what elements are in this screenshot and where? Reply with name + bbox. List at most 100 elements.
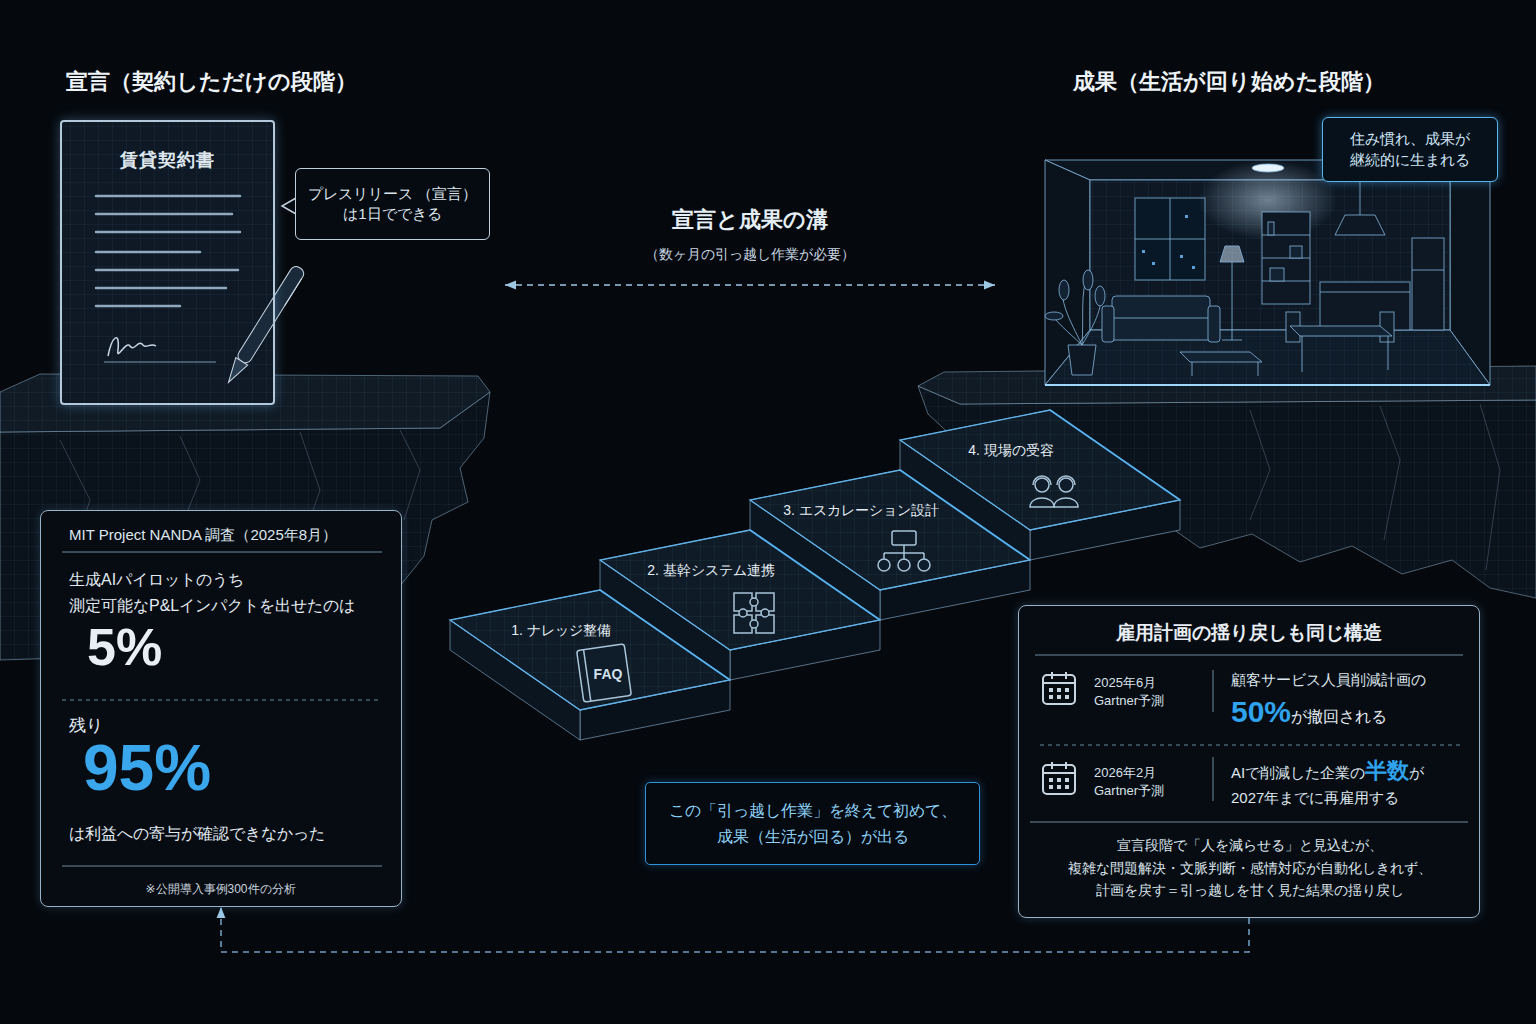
room xyxy=(1222,262,1242,340)
stage-region: 住み慣れ、成果が 継続的に生まれる 成果（生活が回り始めた段階） xyxy=(995,55,1500,410)
calendar-icon xyxy=(1065,785,1069,789)
step-icon xyxy=(1033,476,1075,485)
calendar-icon xyxy=(1043,762,1075,773)
dashed-connector xyxy=(221,907,1249,952)
stair-blocks xyxy=(450,410,1180,740)
step-icon xyxy=(878,559,890,571)
step-icon xyxy=(884,545,924,559)
node-text: 雇用計画の揺り戻しも同じ構造 xyxy=(1116,620,1382,646)
room xyxy=(1220,246,1244,262)
node-text: が xyxy=(1409,763,1424,783)
text-group: 住み慣れ、成果が 継続的に生まれる xyxy=(1323,118,1497,181)
node-text: 50% xyxy=(1231,694,1291,730)
room xyxy=(1083,270,1093,290)
room xyxy=(1106,318,1216,340)
calendar-icon xyxy=(1049,688,1053,692)
node-text: プレスリリース （宣言）は1日でできる xyxy=(306,184,479,225)
contract-document xyxy=(285,278,302,305)
text-group: この「引っ越し作業」を終えて初めて、 成果（生活が回る）が出る xyxy=(646,783,979,864)
room xyxy=(1112,296,1210,320)
text-group: 雇用計画の揺り戻しも同じ構造 xyxy=(1019,620,1478,646)
tread-outline xyxy=(600,530,880,650)
step-icon xyxy=(750,598,758,606)
text-group: 宣言段階で「人を減らせる」と見込むが、 複雑な問題解決・文脈判断・感情対応が自動… xyxy=(1068,834,1432,902)
contract-document xyxy=(60,120,306,405)
panel-rule xyxy=(62,552,1468,866)
room xyxy=(1302,336,1388,372)
calendar-icon xyxy=(1043,672,1075,704)
node-text: MIT Project NANDA 調査（2025年8月） xyxy=(69,525,337,545)
room xyxy=(1198,160,1338,240)
room xyxy=(1290,326,1392,336)
text-group: プレスリリース （宣言）は1日でできる xyxy=(296,169,489,239)
calendar-icon xyxy=(1057,695,1061,699)
room xyxy=(1068,345,1096,375)
room xyxy=(1320,292,1410,293)
node-text: 顧客サービス人員削減計画の xyxy=(1231,670,1426,690)
tread-outline xyxy=(900,410,1180,530)
step-icon xyxy=(1030,498,1054,507)
panel-rule xyxy=(1035,655,1463,656)
step-icon xyxy=(892,531,916,545)
text-group: MIT Project NANDA 調査（2025年8月） xyxy=(69,525,337,545)
room xyxy=(1045,384,1490,386)
room xyxy=(1102,306,1114,342)
room xyxy=(1335,215,1385,235)
contract-document xyxy=(108,338,156,356)
text-group: 顧客サービス人員削減計画の xyxy=(1231,670,1426,690)
calendar-icon xyxy=(1065,778,1069,782)
forecast-panel: 雇用計画の揺り戻しも同じ構造 2025年6月 Gartner予測 顧客サービス人員削… xyxy=(1018,605,1480,918)
text-group: 2025年6月 Gartner予測 xyxy=(1094,674,1206,709)
contract-document xyxy=(96,196,240,306)
text-group: 1. ナレッジ整備 xyxy=(511,621,611,640)
node-text: 4. 現場の受容 xyxy=(968,441,1054,460)
room xyxy=(1052,272,1101,345)
tread-outline xyxy=(750,470,1030,590)
text-group: 95% xyxy=(83,735,211,802)
calendar-icon xyxy=(1043,672,1075,683)
stair-blocks xyxy=(600,410,1180,680)
note-box: この「引っ越し作業」を終えて初めて、 成果（生活が回る）が出る xyxy=(645,782,980,865)
text-group: 成果（生活が回り始めた段階） xyxy=(1073,67,1385,97)
stage-region: 賃貸契約書プレスリリース （宣言）は1日でできる宣言（契約しただけの段階） xyxy=(40,55,505,410)
room xyxy=(1290,246,1302,258)
room xyxy=(1268,222,1274,235)
text-group: 宣言（契約しただけの段階） xyxy=(66,67,357,97)
free-label: FAQ xyxy=(594,666,623,682)
text-group: ※公開導入事例300件の分析 xyxy=(41,881,400,897)
calendar-icon xyxy=(1057,778,1061,782)
contract-document xyxy=(104,362,216,363)
node-text: は利益への寄与が確認できなかった xyxy=(69,823,325,845)
node-text: 2025年6月 Gartner予測 xyxy=(1094,674,1206,709)
step-icon xyxy=(1059,478,1073,492)
room xyxy=(1142,250,1145,253)
calendar-icon xyxy=(1043,675,1075,704)
step-block: 1. ナレッジ整備 xyxy=(450,590,730,710)
node-text: ※公開導入事例300件の分析 xyxy=(145,881,295,897)
panel-ground xyxy=(1018,605,1480,918)
calendar-icon xyxy=(1043,762,1075,794)
room xyxy=(1180,352,1262,362)
step-icon xyxy=(577,476,1078,702)
text-group: 50%が撤回される xyxy=(1231,694,1387,730)
contract-document xyxy=(60,120,275,405)
room xyxy=(1135,198,1205,280)
node-text: 2. 基幹システム連携 xyxy=(647,561,775,580)
text-group: 2027年までに再雇用する xyxy=(1231,788,1399,808)
room xyxy=(1262,212,1310,304)
step-icon xyxy=(750,620,758,628)
panel-rule xyxy=(1040,745,1460,746)
room xyxy=(1192,266,1195,269)
connector-group xyxy=(221,285,1249,952)
room xyxy=(1270,268,1284,281)
tread-outline xyxy=(900,410,1180,530)
step-icon xyxy=(1054,498,1078,507)
step-block: 3. エスカレーション設計 xyxy=(750,470,1030,590)
calendar-icon xyxy=(1065,688,1069,692)
room xyxy=(1135,198,1205,280)
speech-callout: 住み慣れ、成果が 継続的に生まれる xyxy=(1322,117,1498,182)
node-text: 半数 xyxy=(1365,756,1409,786)
node-text: 5% xyxy=(87,619,162,676)
room xyxy=(1360,180,1361,215)
